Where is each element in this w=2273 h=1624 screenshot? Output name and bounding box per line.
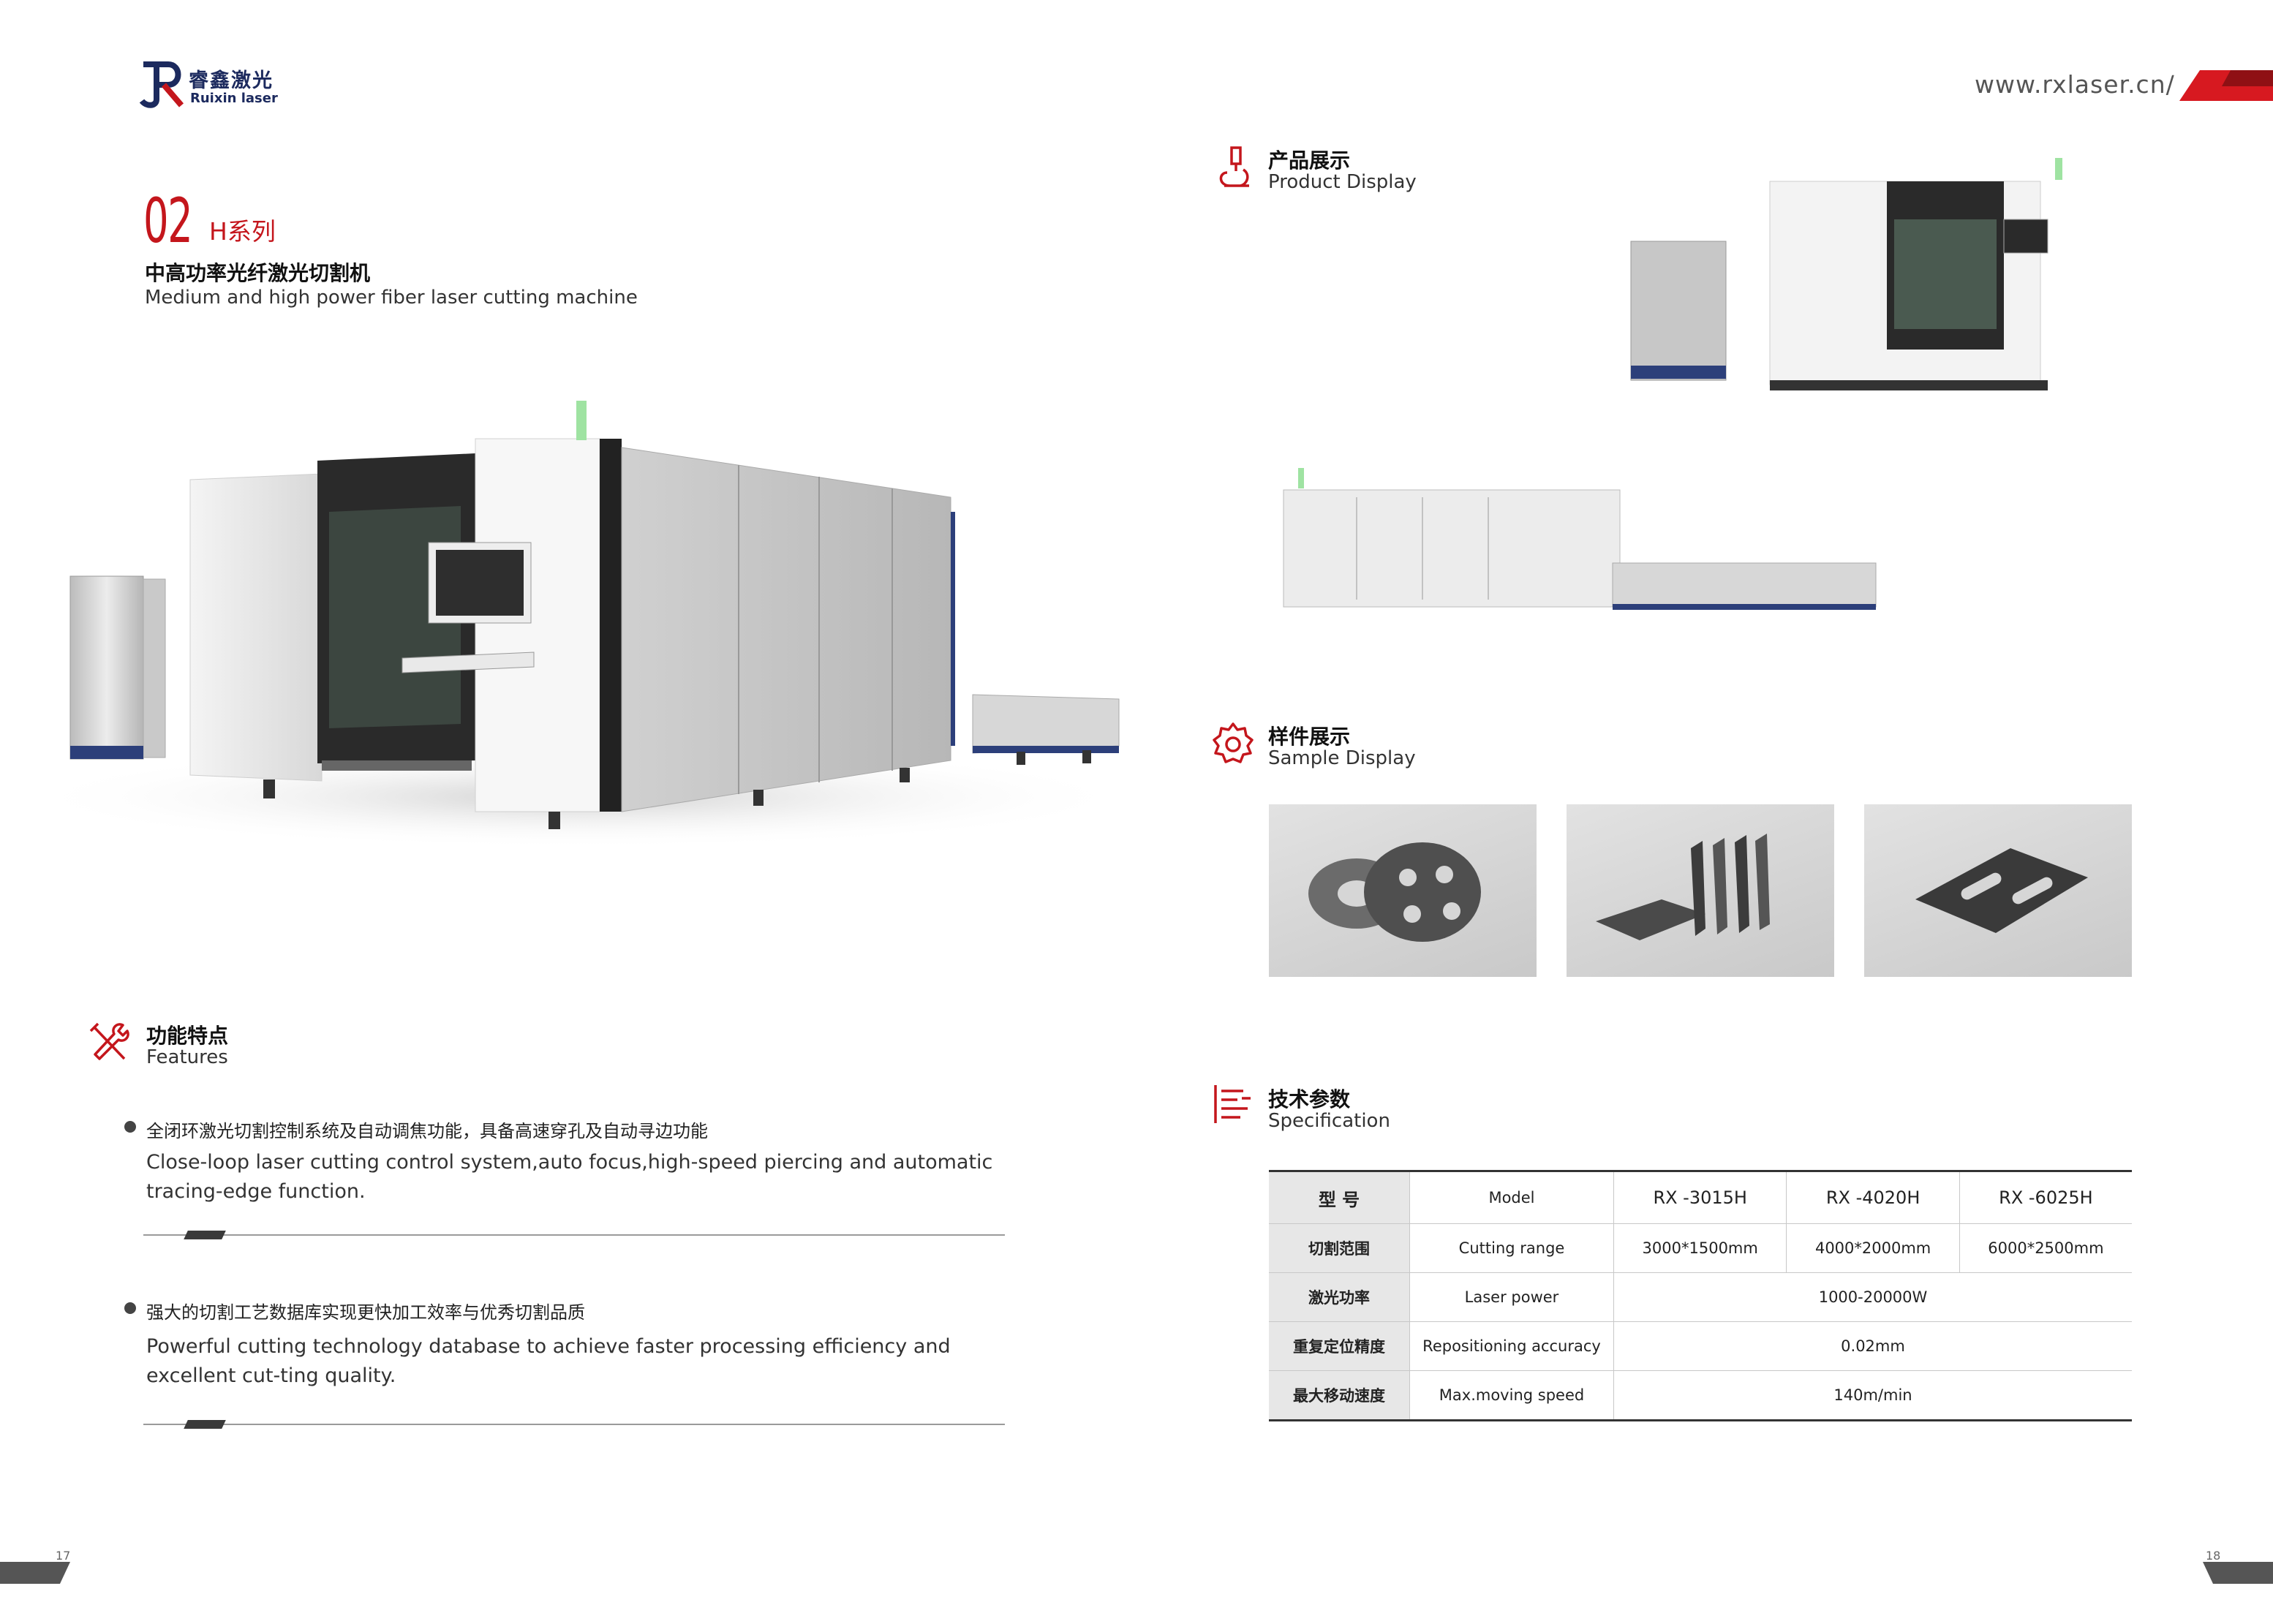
product-image-side <box>1283 468 1877 610</box>
table-cell: 0.02mm <box>1613 1321 2132 1371</box>
page-number-left: 17 <box>56 1549 71 1563</box>
table-row: 最大移动速度 Max.moving speed 140m/min <box>1269 1370 2132 1421</box>
divider-mark <box>184 1231 226 1239</box>
sample-image-bracket <box>1864 804 2132 977</box>
sample-display-title-en: Sample Display <box>1268 747 1416 769</box>
table-cell: Model <box>1409 1170 1614 1224</box>
table-row: 型 号 Model RX -3015H RX -4020H RX -6025H <box>1269 1170 2132 1224</box>
tools-icon <box>89 1022 129 1060</box>
microscope-icon <box>1219 146 1249 187</box>
table-cell: 最大移动速度 <box>1269 1370 1410 1421</box>
features-title-en: Features <box>146 1046 228 1068</box>
table-cell: 3000*1500mm <box>1613 1223 1787 1273</box>
red-stripe-decoration <box>2179 70 2273 101</box>
product-image-front <box>1630 158 2062 390</box>
machine-title-cn: 中高功率光纤激光切割机 <box>145 261 371 285</box>
table-cell: RX -3015H <box>1613 1170 1787 1224</box>
table-cell: 激光功率 <box>1269 1272 1410 1322</box>
series-name: H系列 <box>209 217 276 246</box>
product-display-title-en: Product Display <box>1268 171 1417 193</box>
feature-2-en: Powerful cutting technology database to … <box>146 1335 951 1387</box>
table-cell: Laser power <box>1409 1272 1614 1322</box>
machine-title-en: Medium and high power fiber laser cuttin… <box>145 287 638 309</box>
feature-divider <box>143 1424 1005 1425</box>
table-cell: Repositioning accuracy <box>1409 1321 1614 1371</box>
table-cell: RX -4020H <box>1786 1170 1960 1224</box>
table-cell: 切割范围 <box>1269 1223 1410 1273</box>
sample-image-rings <box>1269 804 1537 977</box>
table-cell: 6000*2500mm <box>1959 1223 2132 1273</box>
sample-display-title-cn: 样件展示 <box>1268 725 1351 749</box>
table-cell: 4000*2000mm <box>1786 1223 1960 1273</box>
table-row: 切割范围 Cutting range 3000*1500mm 4000*2000… <box>1269 1223 2132 1273</box>
spec-title-cn: 技术参数 <box>1268 1087 1351 1111</box>
logo-cn-text: 睿鑫激光 <box>189 69 274 92</box>
spec-table: 型 号 Model RX -3015H RX -4020H RX -6025H … <box>1269 1170 2132 1421</box>
spec-title-en: Specification <box>1268 1110 1390 1132</box>
table-cell: 140m/min <box>1613 1370 2132 1421</box>
table-cell: Cutting range <box>1409 1223 1614 1273</box>
table-row: 重复定位精度 Repositioning accuracy 0.02mm <box>1269 1321 2132 1371</box>
logo-en-text: Ruixin laser <box>190 91 278 106</box>
table-cell: 1000-20000W <box>1613 1272 2132 1322</box>
feature-2-cn: 强大的切割工艺数据库实现更快加工效率与优秀切割品质 <box>146 1302 585 1323</box>
series-number: 02 <box>143 185 193 257</box>
feature-bullet <box>124 1121 136 1133</box>
table-cell: 重复定位精度 <box>1269 1321 1410 1371</box>
page-tab-left <box>0 1562 70 1584</box>
features-title-cn: 功能特点 <box>146 1024 229 1048</box>
divider-mark <box>184 1420 226 1429</box>
table-cell: RX -6025H <box>1959 1170 2132 1224</box>
feature-bullet <box>124 1302 136 1314</box>
gear-icon <box>1213 722 1254 763</box>
table-cell: Max.moving speed <box>1409 1370 1614 1421</box>
product-display-title-cn: 产品展示 <box>1268 148 1351 173</box>
sample-image-plates <box>1567 804 1834 977</box>
laser-cutting-machine-image <box>22 401 1134 848</box>
feature-1-cn: 全闭环激光切割控制系统及自动调焦功能，具备高速穿孔及自动寻边功能 <box>146 1121 708 1141</box>
spec-list-icon <box>1214 1085 1251 1123</box>
feature-divider <box>143 1234 1005 1236</box>
table-cell: 型 号 <box>1269 1170 1410 1224</box>
feature-1-en: Close-loop laser cutting control system,… <box>146 1151 993 1203</box>
page-tab-right <box>2203 1562 2273 1584</box>
page-number-right: 18 <box>2206 1549 2221 1563</box>
table-row: 激光功率 Laser power 1000-20000W <box>1269 1272 2132 1322</box>
ruixin-logo-icon <box>139 61 184 108</box>
website-url[interactable]: www.rxlaser.cn/ <box>1975 70 2175 99</box>
